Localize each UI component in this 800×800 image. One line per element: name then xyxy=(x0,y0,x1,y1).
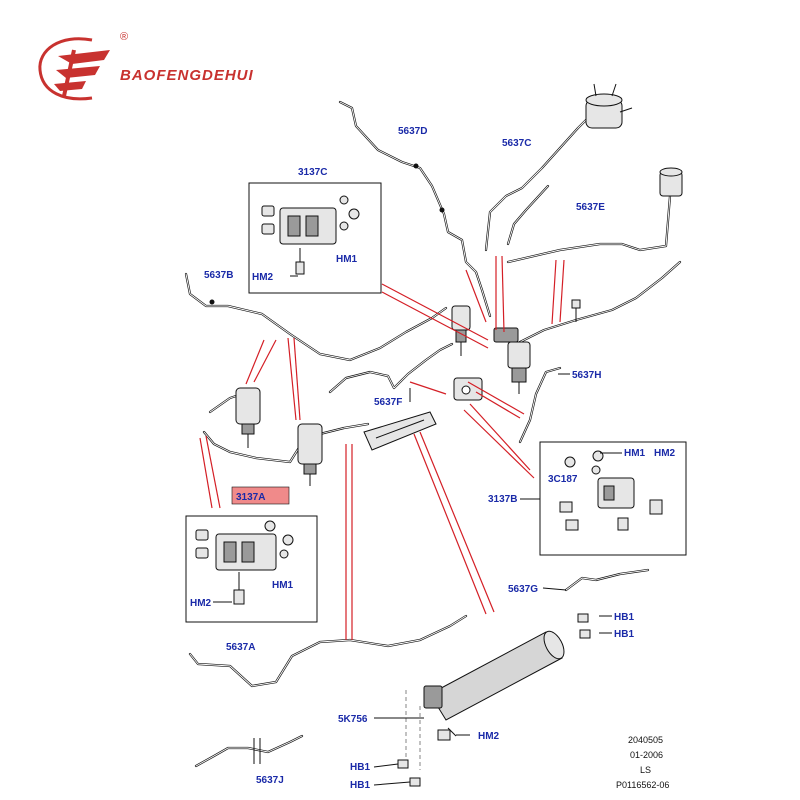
leader-lines xyxy=(199,255,565,640)
label-hm1-3137C: HM1 xyxy=(336,254,358,265)
reservoir-tank-5K756 xyxy=(397,613,591,787)
pipe-5637D xyxy=(338,100,492,318)
pipe-5637C xyxy=(484,114,592,252)
label-hb1-bottom-2: HB1 xyxy=(350,780,370,791)
label-hb1-right-1: HB1 xyxy=(614,612,634,623)
heat-shield-bar xyxy=(363,411,437,451)
label-5637F: 5637F xyxy=(374,397,402,408)
label-5637G: 5637G xyxy=(508,584,538,595)
pipe-5637E xyxy=(506,167,683,344)
footer-series: LS xyxy=(640,765,651,775)
pipe-5637B xyxy=(184,272,448,362)
label-hm2-3137C: HM2 xyxy=(252,272,274,283)
label-hm1-3137B: HM1 xyxy=(624,448,646,459)
label-5637B: 5637B xyxy=(204,270,233,281)
rear-left-strut xyxy=(235,387,261,448)
label-hm2-tank: HM2 xyxy=(478,731,500,742)
label-3C187: 3C187 xyxy=(548,474,578,485)
front-right-spring-lower xyxy=(507,341,531,394)
label-3137B: 3137B xyxy=(488,494,517,505)
label-5637C: 5637C xyxy=(502,138,531,149)
pipe-5637F xyxy=(328,342,454,394)
pipe-rear-left-lines xyxy=(202,390,370,464)
footer-code: 2040505 xyxy=(628,735,663,745)
label-5637H: 5637H xyxy=(572,370,601,381)
label-stubs xyxy=(213,275,622,786)
rear-right-strut xyxy=(297,423,323,486)
highlight-3137A xyxy=(231,486,290,505)
pipe-5637H xyxy=(518,366,562,444)
label-hm1-3137A: HM1 xyxy=(272,580,294,591)
label-hm2-3137B: HM2 xyxy=(654,448,676,459)
label-3137C: 3137C xyxy=(298,167,327,178)
pipe-5637J xyxy=(194,734,304,768)
brand-logo: ® BAOFENGDEHUI xyxy=(38,31,254,101)
label-5637J: 5637J xyxy=(256,775,284,786)
label-hm2-3137A: HM2 xyxy=(190,598,212,609)
detail-box-3137A xyxy=(185,515,318,623)
label-5637D: 5637D xyxy=(398,126,427,137)
bf-logo-mark xyxy=(38,37,110,101)
label-5637A: 5637A xyxy=(226,642,255,653)
label-hb1-bottom-1: HB1 xyxy=(350,762,370,773)
detail-box-3137C xyxy=(248,182,382,294)
valve-connector-center xyxy=(453,327,519,401)
detail-box-3137B xyxy=(539,441,687,556)
muffler-part xyxy=(585,83,633,129)
footer-date: 01-2006 xyxy=(630,750,663,760)
pipe-5637A xyxy=(188,614,468,688)
pipe-5637G xyxy=(564,568,650,592)
brand-name: BAOFENGDEHUI xyxy=(120,67,254,84)
label-3137A: 3137A xyxy=(236,492,265,503)
label-5K756: 5K756 xyxy=(338,714,368,725)
footer-part-number: P0116562-06 xyxy=(616,780,669,790)
label-5637E: 5637E xyxy=(576,202,605,213)
registered-mark: ® xyxy=(120,31,128,43)
label-hb1-right-2: HB1 xyxy=(614,629,634,640)
